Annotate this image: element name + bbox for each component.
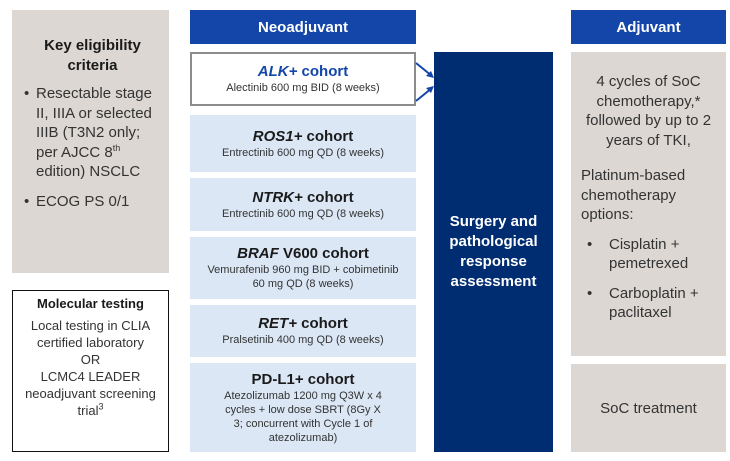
cohort-drug: Entrectinib 600 mg QD (8 weeks) <box>221 207 384 220</box>
cohort-ros1: ROS1+ cohort Entrectinib 600 mg QD (8 we… <box>190 115 416 172</box>
eligibility-item: Resectable stage II, IIIA or selected II… <box>24 84 161 182</box>
adjuvant-chemo-text: 4 cycles of SoC chemotherapy,* followed … <box>585 73 712 149</box>
molecular-testing-line: LCMC4 LEADER neoadjuvant screening trial… <box>25 369 156 418</box>
soc-treatment-label: SoC treatment <box>600 399 697 417</box>
cohort-name: NTRK+ cohort <box>252 188 354 206</box>
neoadjuvant-header: Neoadjuvant <box>190 10 416 44</box>
cohort-name: RET+ cohort <box>258 315 348 332</box>
molecular-testing-or: OR <box>80 352 101 367</box>
cohort-drug: Vemurafenib 960 mg BID + cobimetinib 60 … <box>207 264 399 290</box>
eligibility-list: Resectable stage II, IIIA or selected II… <box>24 84 161 211</box>
platinum-options-title: Platinum-based chemotherapy options: <box>581 167 686 223</box>
cohort-braf: BRAF V600 cohort Vemurafenib 960 mg BID … <box>190 237 416 299</box>
platinum-option: Carboplatin + paclitaxel <box>581 284 716 323</box>
cohort-name: ALK+ cohort <box>257 63 349 80</box>
cohort-name: ROS1+ cohort <box>252 127 354 145</box>
surgery-box: Surgery and pathological response assess… <box>434 52 553 452</box>
eligibility-item: ECOG PS 0/1 <box>24 192 161 212</box>
cohort-drug: Pralsetinib 400 mg QD (8 weeks) <box>222 334 384 346</box>
cohort-drug: Atezolizumab 1200 mg Q3W x 4 cycles + lo… <box>224 389 382 444</box>
soc-treatment-box: SoC treatment <box>571 364 726 452</box>
molecular-testing-title: Molecular testing <box>37 296 144 311</box>
cohort-pdl1: PD-L1+ cohort Atezolizumab 1200 mg Q3W x… <box>190 363 416 452</box>
platinum-option: Cisplatin + pemetrexed <box>581 235 716 274</box>
cohort-name: PD-L1+ cohort <box>251 370 355 388</box>
cohort-alk: ALK+ cohort Alectinib 600 mg BID (8 week… <box>190 52 416 106</box>
cohort-drug: Entrectinib 600 mg QD (8 weeks) <box>221 146 384 159</box>
arrow-icon <box>415 62 434 102</box>
surgery-label: Surgery and pathological response assess… <box>449 213 538 290</box>
cohort-ntrk: NTRK+ cohort Entrectinib 600 mg QD (8 we… <box>190 178 416 231</box>
molecular-testing-line: Local testing in CLIA certified laborato… <box>30 318 151 350</box>
adjuvant-header: Adjuvant <box>571 10 726 44</box>
platinum-options-list: Cisplatin + pemetrexed Carboplatin + pac… <box>581 235 716 323</box>
eligibility-criteria-box: Key eligibility criteria Resectable stag… <box>12 10 169 273</box>
adjuvant-box: 4 cycles of SoC chemotherapy,* followed … <box>571 52 726 356</box>
cohort-name: BRAF V600 cohort <box>237 245 369 262</box>
cohort-ret: RET+ cohort Pralsetinib 400 mg QD (8 wee… <box>190 305 416 357</box>
eligibility-title: Key eligibility criteria <box>44 37 141 74</box>
cohort-drug: Alectinib 600 mg BID (8 weeks) <box>226 82 380 94</box>
molecular-testing-box: Molecular testing Local testing in CLIA … <box>12 290 169 452</box>
